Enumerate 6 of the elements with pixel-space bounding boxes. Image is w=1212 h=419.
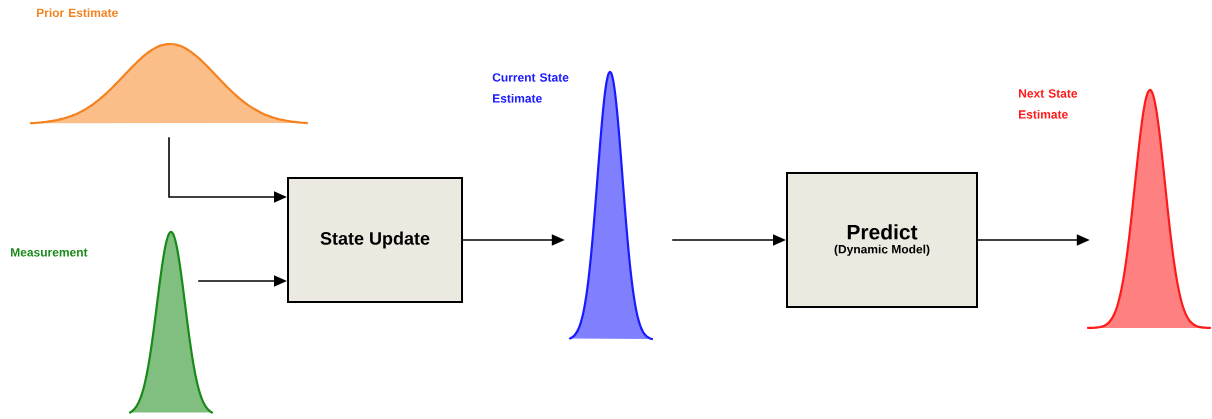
curve-label: Prior Estimate — [37, 8, 118, 17]
process-box: Predict (Dynamic Model) — [786, 172, 978, 308]
curve-label: Next State Estimate — [1019, 89, 1078, 119]
process-box: State Update — [287, 177, 463, 303]
curve-label: Current State Estimate — [492, 73, 569, 103]
curve-label: Measurement — [11, 248, 88, 257]
